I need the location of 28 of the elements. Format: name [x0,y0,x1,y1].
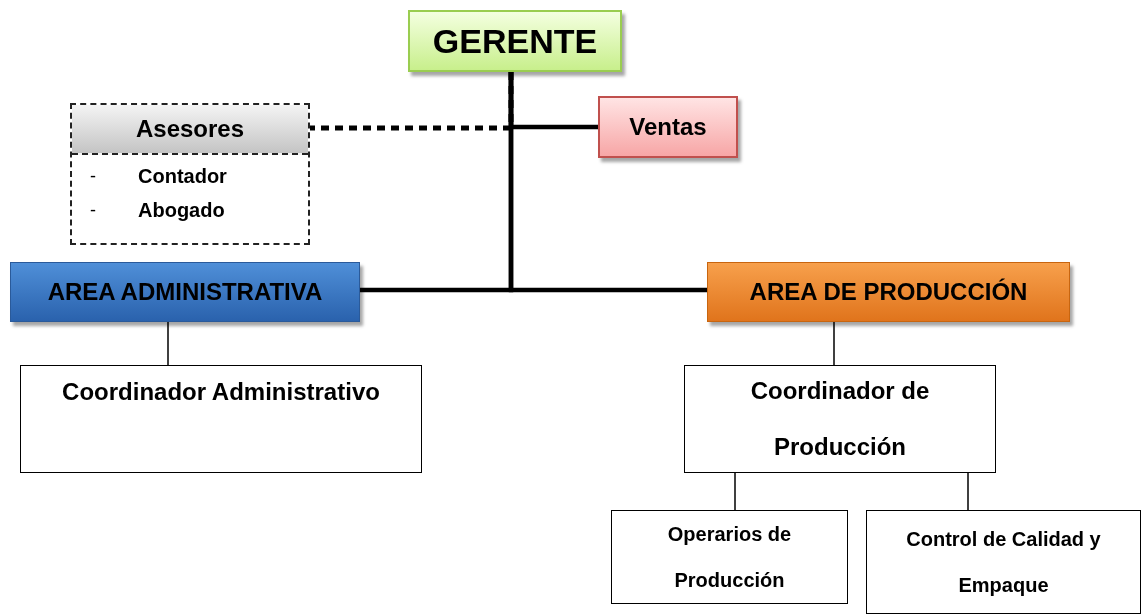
list-bullet: - [90,199,96,222]
department-box [707,262,1070,322]
staff-box [866,510,1141,614]
advisor-name: Abogado [138,198,225,223]
connector-line [967,472,969,511]
dotted-connector [310,72,514,131]
node-label: Coordinador Administrativo [61,378,381,407]
sales-box [598,96,738,158]
advisors-heading: Asesores [72,105,308,155]
node-label: AREA ADMINISTRATIVA [46,277,324,307]
node-label: Coordinador de Producción [749,376,931,462]
node-label: Control de Calidad y Empaque [905,527,1102,598]
coordinator-box [20,365,422,473]
advisor-name: Contador [138,164,227,189]
node-label: Ventas [628,112,708,142]
connector-line [833,321,835,366]
connector-line [167,321,169,366]
advisors-box [70,103,310,245]
connector-line [734,472,736,511]
node-label: GERENTE [431,20,599,62]
staff-box [611,510,848,604]
node-label: AREA DE PRODUCCIÓN [748,277,1029,307]
department-box [10,262,360,322]
connector-line [508,72,707,293]
list-bullet: - [90,165,96,188]
manager-box [408,10,622,72]
coordinator-box [684,365,996,473]
node-label: Operarios de Producción [666,522,793,593]
